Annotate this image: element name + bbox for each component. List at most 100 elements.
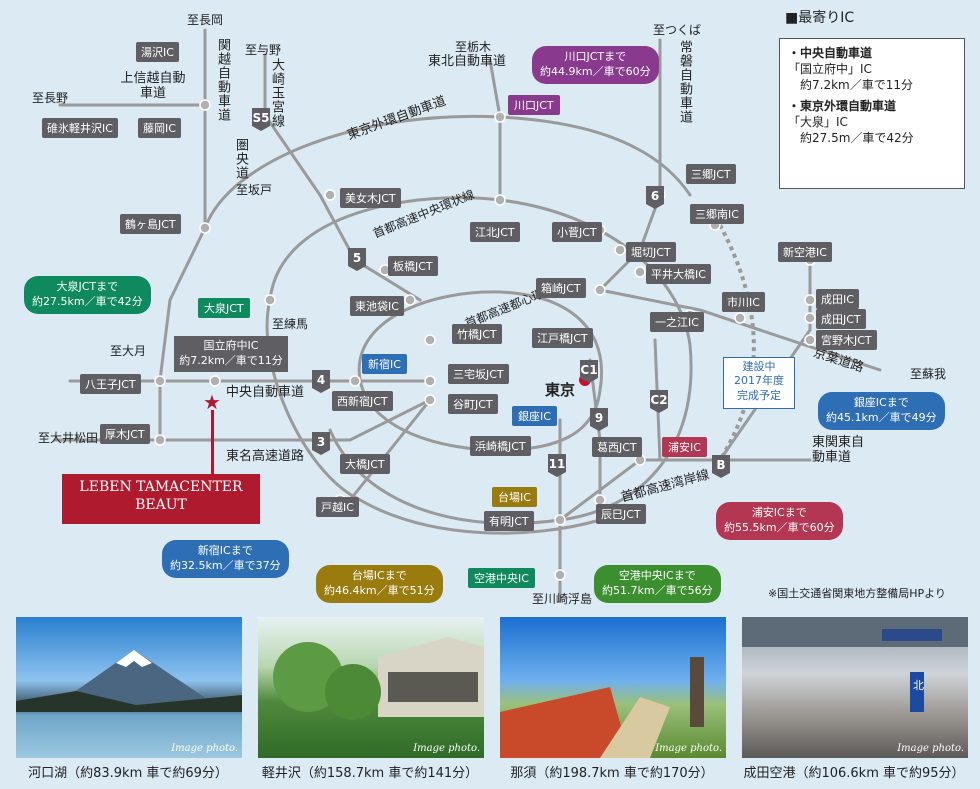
bubble-shinjuku-line1: 新宿ICまで bbox=[197, 544, 253, 557]
property-pointer bbox=[211, 410, 214, 476]
bubble-urayasu-line2: 約55.5km／車で60分 bbox=[724, 520, 835, 534]
c2-ring bbox=[268, 196, 693, 525]
legend-title: ■最寄りIC bbox=[785, 10, 855, 26]
ic-itabashi: 板橋JCT bbox=[388, 256, 438, 276]
bubble-odaiba: 台場ICまで 約46.4km／車で51分 bbox=[316, 565, 443, 603]
kokuritsu-fuchu-box: 国立府中IC 約7.2km／車で11分 bbox=[174, 336, 288, 372]
building-icon bbox=[273, 637, 484, 720]
bubble-kuko-chuo-line1: 空港中央ICまで bbox=[618, 569, 696, 582]
legend-item1-road: ・中央自動車道 bbox=[788, 46, 873, 60]
route-plate-s5: S5 bbox=[252, 108, 270, 131]
photo-karuizawa: Image photo. bbox=[258, 617, 484, 758]
bubble-odaiba-line2: 約46.4km／車で51分 bbox=[324, 583, 435, 597]
bubble-odaiba-line1: 台場ICまで bbox=[351, 569, 407, 582]
bubble-ginza-line2: 約45.1km／車で49分 bbox=[826, 410, 937, 424]
photo-note-2: Image photo. bbox=[413, 743, 480, 754]
ic-usui-karuizawa: 碓氷軽井沢IC bbox=[42, 118, 118, 138]
ic-misato-jct: 三郷JCT bbox=[686, 164, 736, 184]
bubble-oizumi-line2: 約27.5km／車で42分 bbox=[32, 294, 143, 308]
direction-tochigi: 至栃木 bbox=[455, 40, 492, 54]
construction-line2: 2017年度 bbox=[734, 374, 784, 388]
kokuritsu-fuchu-name: 国立府中IC bbox=[203, 339, 259, 352]
property-name-line2: BEAUT bbox=[135, 497, 187, 514]
property-name-line1: LEBEN TAMACENTER bbox=[79, 479, 243, 495]
keiyo-line bbox=[598, 288, 882, 372]
ic-ginza: 銀座IC bbox=[512, 406, 557, 426]
line-to-toshi bbox=[348, 398, 432, 502]
property-star-icon: ★ bbox=[203, 390, 221, 414]
ic-tsurugashima: 鶴ヶ島JCT bbox=[120, 214, 181, 234]
ic-yuzawa: 湯沢IC bbox=[136, 42, 179, 62]
direction-oimatsuda: 至大井松田 bbox=[38, 431, 99, 445]
direction-nagano: 至長野 bbox=[32, 91, 69, 105]
tohoku-line bbox=[488, 58, 502, 202]
ic-takebashi: 竹橋JCT bbox=[452, 324, 502, 344]
legend-item1-ic: 「国立府中」IC bbox=[788, 62, 872, 77]
route-plate-6: 6 bbox=[646, 186, 664, 209]
legend-item2-ic: 「大泉」IC bbox=[788, 114, 848, 129]
ic-atsugi: 厚木JCT bbox=[100, 424, 150, 444]
road-kenodo: 圏央道 bbox=[232, 138, 248, 180]
ic-miyanogi: 宮野木JCT bbox=[816, 330, 877, 350]
road-tohoku: 東北自動車道 bbox=[428, 54, 507, 69]
direction-soga: 至蘇我 bbox=[910, 367, 947, 381]
ic-shinkuko: 新空港IC bbox=[778, 242, 832, 262]
flower-field-icon bbox=[500, 657, 704, 758]
direction-otsuki: 至大月 bbox=[110, 344, 147, 358]
ic-misato-minami: 三郷南IC bbox=[690, 204, 744, 224]
route-plate-4: 4 bbox=[312, 370, 330, 393]
route-plate-9: 9 bbox=[590, 408, 608, 431]
route-plate-11: 11 bbox=[548, 454, 566, 477]
ic-fujioka: 藤岡IC bbox=[138, 118, 181, 138]
bubble-oizumi-line1: 大泉JCTまで bbox=[56, 280, 119, 293]
ic-hakozaki: 箱崎JCT bbox=[536, 278, 586, 298]
legend-box: ・中央自動車道 「国立府中」IC 約7.2km／車で11分 ・東京外環自動車道 … bbox=[779, 38, 965, 189]
under-construction-line bbox=[718, 224, 756, 462]
route-plate-c2: C2 bbox=[650, 390, 668, 413]
tomei-line bbox=[53, 398, 432, 442]
caption-narita: 成田空港（約106.6km 車で約95分） bbox=[743, 766, 965, 781]
caption-kawaguchiko: 河口湖（約83.9km 車で約69分） bbox=[28, 766, 228, 781]
ic-ichikawa: 市川IC bbox=[722, 292, 765, 312]
photo-nasu: Image photo. bbox=[500, 617, 726, 758]
ic-kuko-chuo: 空港中央IC bbox=[468, 568, 535, 588]
bubble-urayasu: 浦安ICまで 約55.5km／車で60分 bbox=[716, 502, 843, 540]
direction-nerima: 至練馬 bbox=[272, 317, 309, 331]
construction-line1: 建設中 bbox=[742, 360, 776, 373]
bubble-oizumi: 大泉JCTまで 約27.5km／車で42分 bbox=[24, 276, 151, 314]
caption-nasu: 那須（約198.7km 車で約170分） bbox=[510, 766, 714, 781]
photo-narita: 北 Image photo. bbox=[742, 617, 968, 758]
route-plate-5: 5 bbox=[348, 248, 366, 271]
bubble-ginza-line1: 銀座ICまで bbox=[853, 396, 909, 409]
mountain-fuji-icon bbox=[16, 650, 242, 712]
joban-line bbox=[598, 38, 662, 292]
ic-urayasu: 浦安IC bbox=[662, 437, 707, 457]
bubble-shinjuku-line2: 約32.5km／車で37分 bbox=[170, 558, 281, 572]
ic-narita-jct: 成田JCT bbox=[816, 309, 866, 329]
bubble-kuko-chuo-line2: 約51.7km／車で56分 bbox=[602, 583, 713, 597]
caption-karuizawa: 軽井沢（約158.7km 車で約141分） bbox=[261, 766, 479, 781]
saitama-line bbox=[263, 53, 422, 302]
ic-nishishinjuku: 西新宿JCT bbox=[332, 391, 393, 411]
road-higashikanto: 東関東自動車道 bbox=[812, 435, 865, 465]
bubble-ginza: 銀座ICまで 約45.1km／車で49分 bbox=[818, 392, 945, 430]
direction-tsukuba: 至つくば bbox=[653, 23, 702, 37]
ic-tatsumi: 辰巳JCT bbox=[596, 504, 646, 524]
property-label: LEBEN TAMACENTER BEAUT bbox=[62, 474, 260, 524]
road-joban: 常磐自動車道 bbox=[676, 40, 692, 124]
photo-note-4: Image photo. bbox=[897, 743, 964, 754]
ic-hachioji: 八王子JCT bbox=[80, 374, 141, 394]
bubble-shinjuku: 新宿ICまで 約32.5km／車で37分 bbox=[162, 540, 289, 578]
bubble-kawaguchi: 川口JCTまで 約44.9km／車で60分 bbox=[532, 46, 659, 84]
ic-togoshi: 戸越IC bbox=[316, 497, 359, 517]
direction-yono: 至与野 bbox=[245, 43, 282, 57]
gaikan-ring bbox=[203, 114, 692, 230]
construction-line3: 完成予定 bbox=[737, 388, 781, 402]
tokyo-station-label: 東京 bbox=[545, 381, 576, 399]
direction-nagaoka: 至長岡 bbox=[187, 13, 224, 27]
ic-ohashi: 大橋JCT bbox=[340, 454, 390, 474]
c1-ring bbox=[357, 290, 603, 452]
road-joshinetsu: 上信越自動車道 bbox=[120, 71, 186, 101]
ic-kohoku: 江北JCT bbox=[470, 222, 520, 242]
road-saitama-omiya: 大崎玉宮線 bbox=[268, 58, 284, 128]
